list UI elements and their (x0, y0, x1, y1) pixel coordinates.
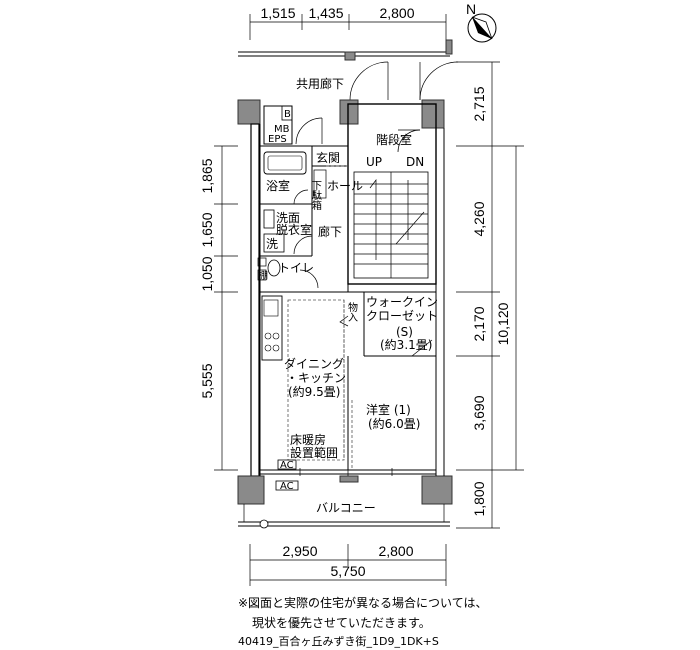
right-dimension-3: 2,170 (471, 306, 487, 341)
disclaimer-note: ※図面と実際の住宅が異なる場合については、 現状を優先させていただきます。 (238, 593, 678, 633)
right-dimension-total: 10,120 (495, 302, 511, 345)
left-dimension-1: 1,865 (199, 158, 215, 193)
right-dimension-2: 4,260 (471, 201, 487, 236)
plan-caption: 40419_百合ヶ丘みずき街_1D9_1DK+S (238, 635, 439, 648)
shoe-box-label-1: 下駄箱 (310, 180, 322, 211)
entrance-label: 玄関 (316, 150, 340, 165)
left-dimension-line: 1,865 1,650 1,050 5,555 (199, 145, 238, 471)
western-room-label-2: (約6.0畳) (368, 416, 420, 431)
mb-b-label: B (284, 109, 291, 120)
ac-inner-label: AC (280, 460, 294, 471)
ac-outer-label: AC (280, 481, 294, 492)
wic-label-2: クローゼット (366, 309, 438, 323)
washer-label: 洗 (266, 237, 278, 251)
mb-label: MB (274, 124, 290, 135)
dk-label-3: (約9.5畳) (288, 384, 340, 399)
bottom-dimension-1: 2,950 (282, 543, 317, 559)
balcony-label: バルコニー (316, 501, 376, 515)
north-icon: N (466, 1, 476, 17)
toilet-label: トイレ (278, 261, 314, 275)
western-room-label-1: 洋室 (1) (366, 402, 411, 417)
bathroom-label: 浴室 (266, 178, 290, 193)
staircase (353, 171, 429, 279)
floor-heating-label-2: 設置範囲 (290, 445, 338, 460)
top-dimension-2: 1,435 (308, 5, 343, 21)
hallway-label: 廊下 (318, 224, 342, 239)
top-dimension-3: 2,800 (379, 5, 414, 21)
eps-label: EPS (268, 134, 287, 145)
right-dimension-5: 1,800 (471, 481, 487, 516)
dk-label-2: ・キッチン (286, 371, 346, 385)
right-dimension-1: 2,715 (471, 86, 487, 121)
storage-label: 物入 (346, 301, 358, 322)
left-dimension-4: 5,555 (199, 363, 215, 398)
shelf-label: 棚 (258, 269, 268, 282)
left-dimension-3: 1,050 (199, 256, 215, 291)
north-arrow: N (466, 1, 497, 43)
wall-block (237, 99, 261, 125)
hall-label: ホール (327, 179, 363, 193)
left-dimension-2: 1,650 (199, 212, 215, 247)
top-dimension-line: 1,515 1,435 2,800 (249, 5, 447, 40)
right-dimension-4: 3,690 (471, 395, 487, 430)
right-dimension-line: 2,715 4,260 2,170 3,690 1,800 10,120 (456, 61, 524, 529)
balcony-railing (238, 504, 450, 529)
bottom-dimension-2: 2,800 (378, 543, 413, 559)
bottom-dimension-line: 2,950 2,800 5,750 (249, 543, 447, 586)
washroom-label-1: 洗面 (276, 211, 300, 225)
top-dimension-1: 1,515 (260, 5, 295, 21)
kitchen-counter (261, 295, 283, 361)
stair-down-label: DN (406, 155, 424, 169)
bottom-dimension-total: 5,750 (330, 563, 365, 579)
wic-label-4: (約3.1畳) (380, 337, 432, 352)
disclaimer-line-1: ※図面と実際の住宅が異なる場合については、 (238, 596, 488, 610)
shared-corridor-railing (238, 39, 453, 61)
wic-label-1: ウォークイン (366, 295, 438, 309)
wic-label-3: (S) (396, 325, 413, 339)
stairwell-label: 階段室 (376, 132, 412, 147)
stair-up-label: UP (366, 155, 382, 169)
disclaimer-line-2: 現状を優先させていただきます。 (252, 616, 431, 630)
dk-label-1: ダイニング (284, 356, 344, 371)
washroom-label-2: 脱衣室 (276, 222, 312, 237)
floor-heating-label-1: 床暖房 (290, 432, 326, 447)
shared-corridor-label: 共用廊下 (296, 76, 344, 91)
